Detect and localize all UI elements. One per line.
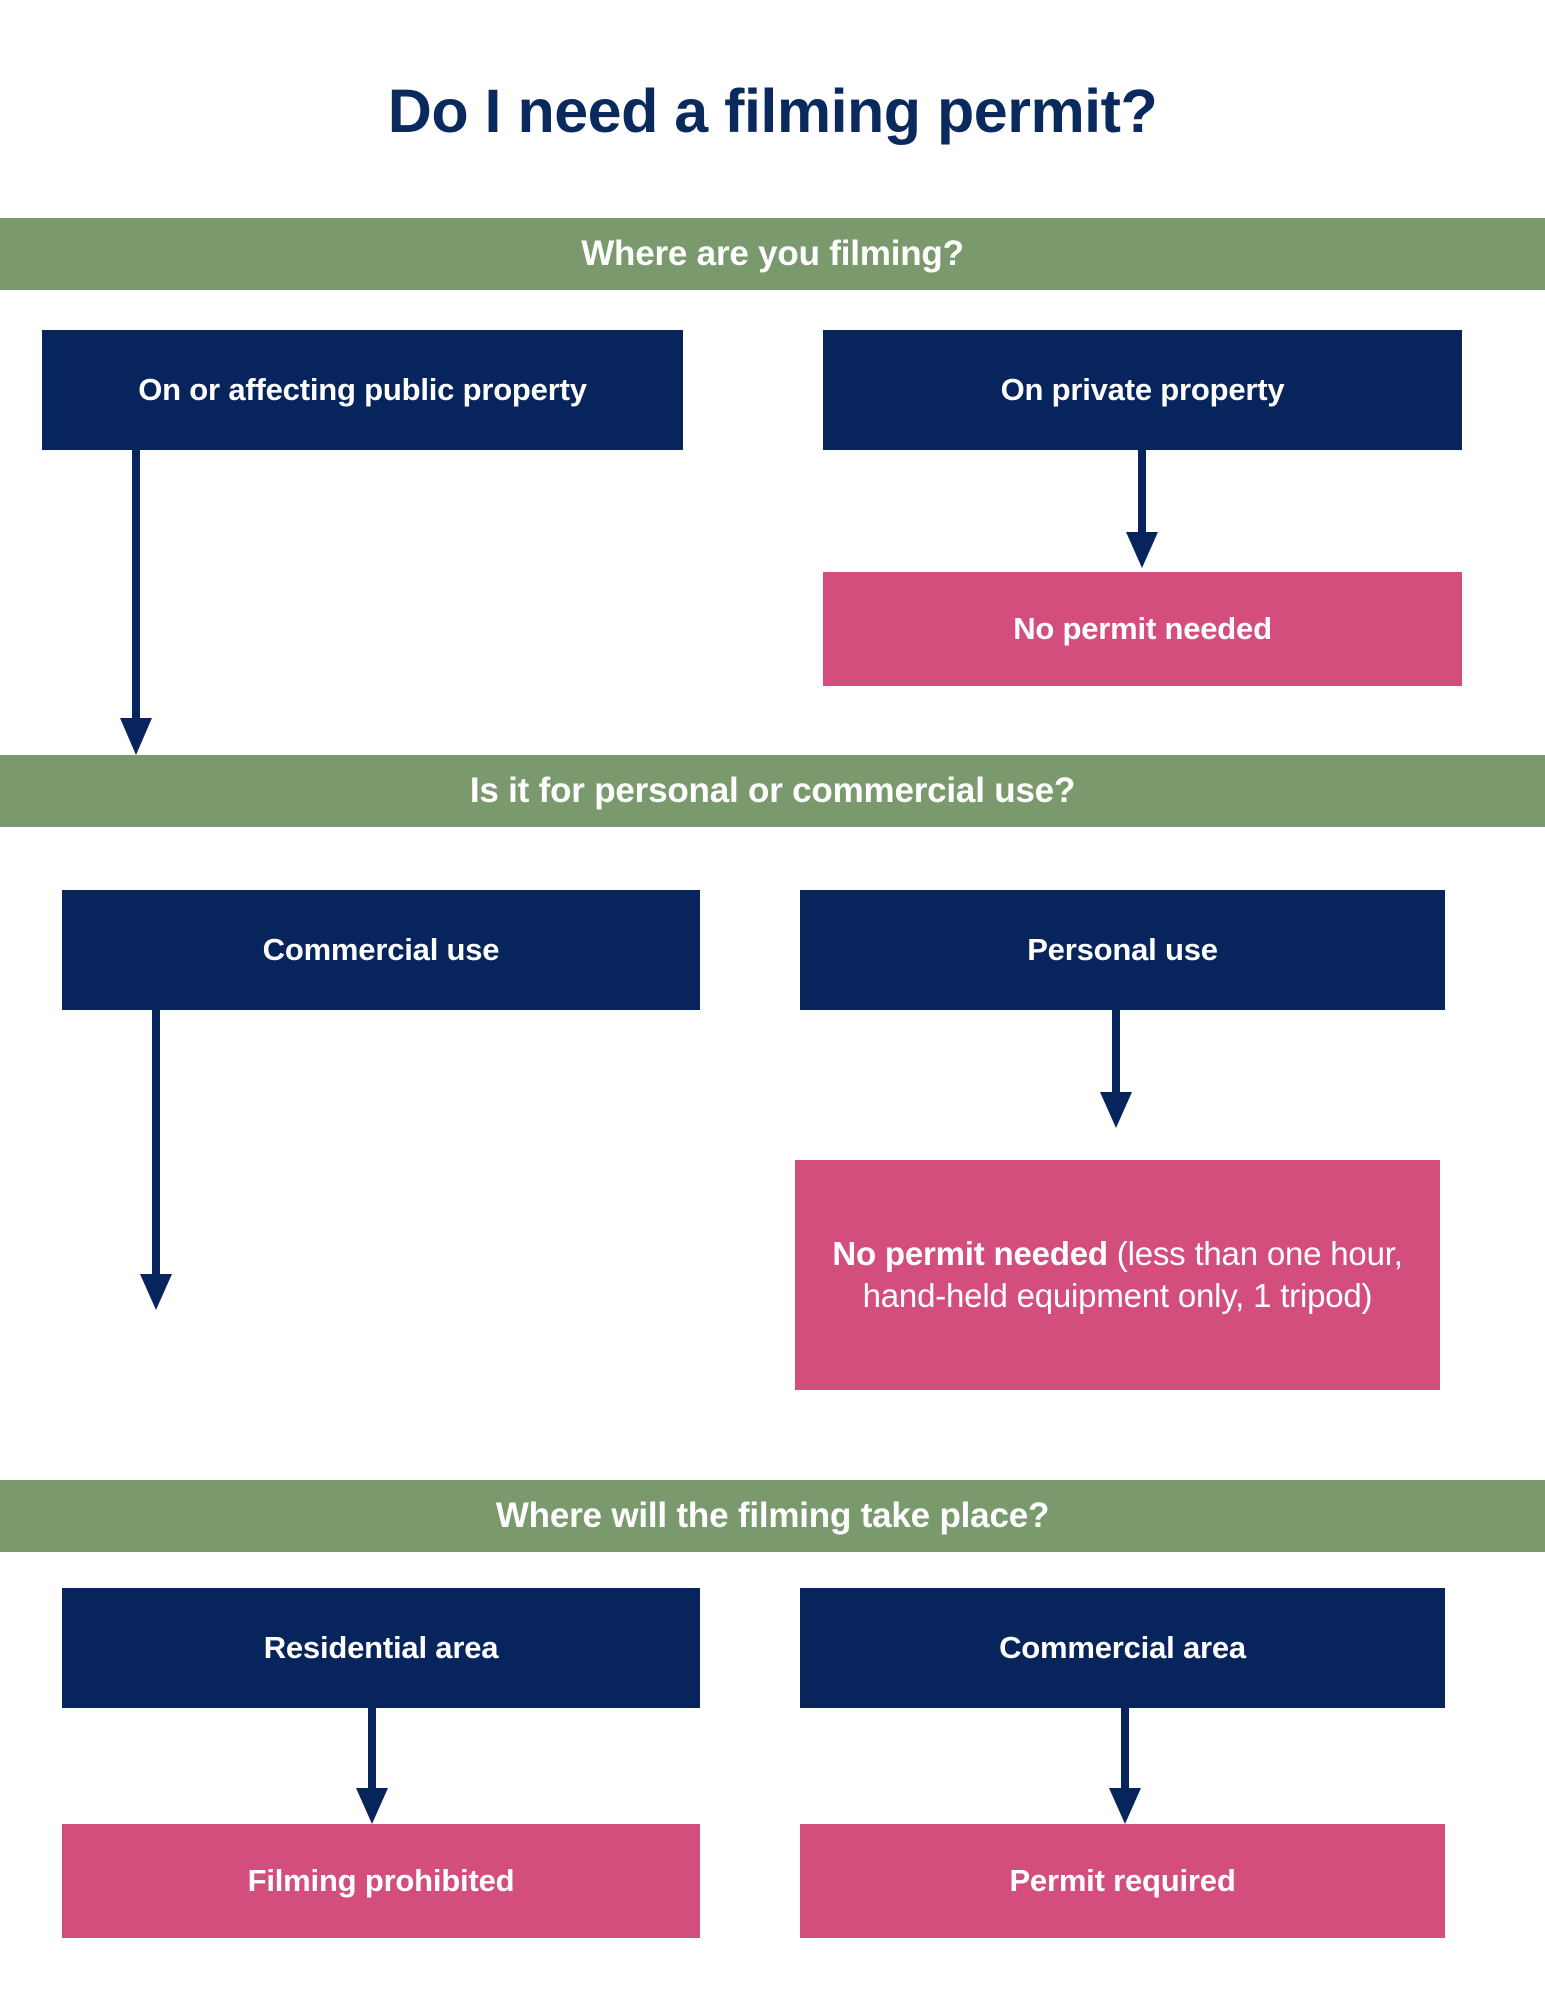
- node-label: On private property: [1000, 372, 1285, 408]
- outcome-label: Permit required: [1009, 1863, 1236, 1899]
- node-commercial-use[interactable]: Commercial use: [62, 890, 700, 1010]
- node-commercial-area[interactable]: Commercial area: [800, 1588, 1445, 1708]
- question-label-1: Where are you filming?: [581, 234, 964, 273]
- arrow-public-property-to-section-2: [120, 450, 152, 755]
- node-on-private-property[interactable]: On private property: [823, 330, 1462, 450]
- outcome-label: No permit needed (less than one hour, ha…: [829, 1233, 1406, 1317]
- outcome-no-permit-needed-personal[interactable]: No permit needed (less than one hour, ha…: [795, 1160, 1440, 1390]
- node-on-or-affecting-public-property[interactable]: On or affecting public property: [42, 330, 683, 450]
- outcome-permit-required[interactable]: Permit required: [800, 1824, 1445, 1938]
- arrow-residential-area-to-filming-prohibited: [356, 1708, 388, 1824]
- question-band-1: Where are you filming?: [0, 218, 1545, 290]
- node-personal-use[interactable]: Personal use: [800, 890, 1445, 1010]
- question-label-3: Where will the filming take place?: [495, 1496, 1050, 1535]
- page-title: Do I need a filming permit?: [387, 77, 1158, 145]
- node-label: Commercial use: [262, 932, 500, 968]
- node-label: Commercial area: [999, 1630, 1246, 1666]
- outcome-label-bold: No permit needed: [832, 1235, 1108, 1273]
- outcome-label-rest: (less than one hour, hand-held equipment…: [862, 1235, 1403, 1314]
- outcome-filming-prohibited[interactable]: Filming prohibited: [62, 1824, 700, 1938]
- arrow-private-property-to-no-permit: [1126, 450, 1158, 568]
- outcome-label: Filming prohibited: [247, 1863, 515, 1899]
- node-label: Personal use: [1027, 932, 1218, 968]
- arrow-commercial-area-to-permit-required: [1109, 1708, 1141, 1824]
- outcome-label: No permit needed: [1013, 611, 1272, 647]
- node-label: Residential area: [263, 1630, 499, 1666]
- question-band-2: Is it for personal or commercial use?: [0, 755, 1545, 827]
- outcome-no-permit-needed-private[interactable]: No permit needed: [823, 572, 1462, 686]
- node-residential-area[interactable]: Residential area: [62, 1588, 700, 1708]
- question-label-2: Is it for personal or commercial use?: [469, 771, 1076, 810]
- arrow-personal-use-to-no-permit-detail: [1100, 1010, 1132, 1128]
- arrow-commercial-use-to-section-3: [140, 1010, 172, 1310]
- question-band-3: Where will the filming take place?: [0, 1480, 1545, 1552]
- node-label: On or affecting public property: [138, 372, 587, 408]
